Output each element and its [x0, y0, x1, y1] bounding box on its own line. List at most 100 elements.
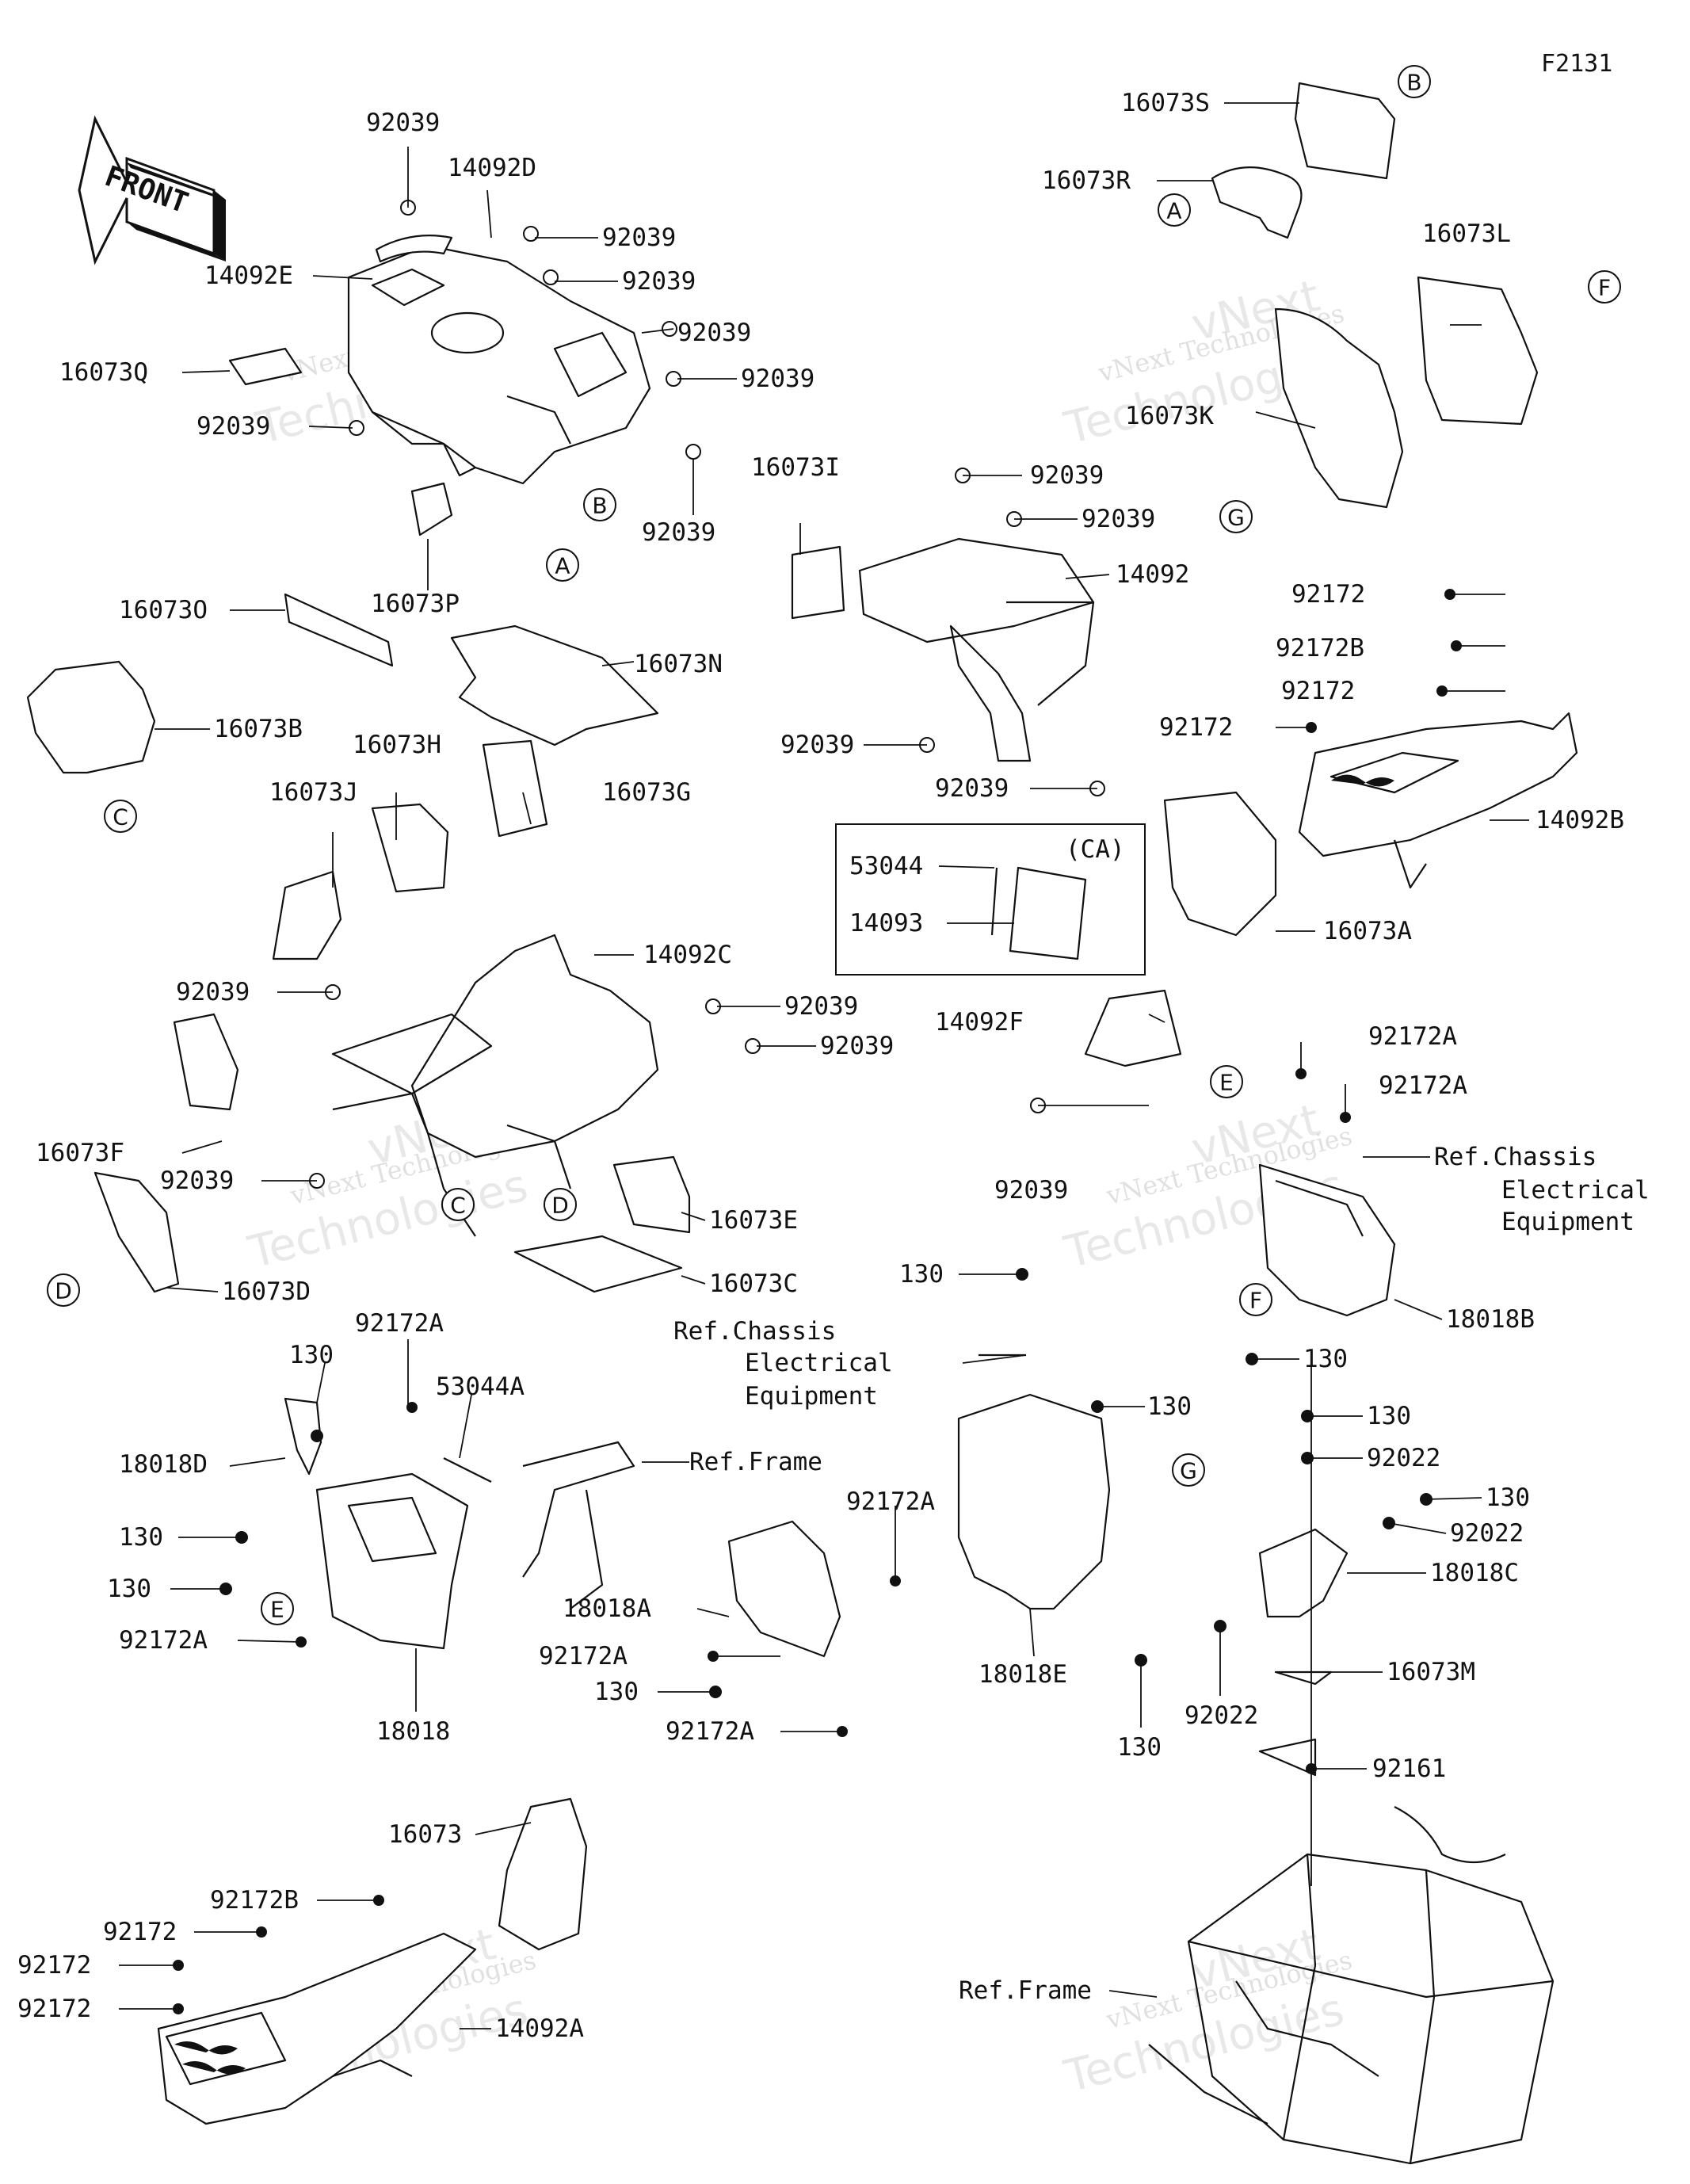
- part-sheet: [498, 1797, 588, 1951]
- part-label: 16073A: [1323, 917, 1412, 945]
- part-label: 92039: [820, 1032, 894, 1060]
- part-label: 92039: [160, 1166, 234, 1195]
- clip-icon: [685, 444, 701, 460]
- callout-f-right: F: [1239, 1283, 1272, 1316]
- part-label: 16073P: [371, 590, 460, 618]
- part-sheet: [228, 347, 303, 386]
- part-label: Ref.Frame: [959, 1976, 1092, 2005]
- part-sheet: [173, 1013, 239, 1111]
- part-label: 92039: [677, 319, 751, 347]
- svg-text:F: F: [1598, 275, 1611, 301]
- callout-a-top: A: [1158, 193, 1191, 227]
- part-plate: [957, 1393, 1111, 1610]
- part-label: 16073S: [1121, 89, 1210, 117]
- part-sheet: [371, 803, 449, 893]
- part-label: Ref.Chassis: [1434, 1143, 1597, 1171]
- part-sheet: [450, 624, 659, 746]
- part-label: 16073K: [1125, 402, 1214, 430]
- part-label: 16073E: [709, 1206, 798, 1235]
- part-sheet: [612, 1155, 691, 1234]
- part-label: 18018: [376, 1717, 450, 1746]
- part-label: 92039: [784, 992, 858, 1021]
- part-label: 18018B: [1446, 1305, 1535, 1334]
- part-sheet: [1163, 791, 1277, 937]
- callout-c-center: C: [441, 1188, 475, 1221]
- part-label: 16073: [388, 1820, 462, 1849]
- svg-text:C: C: [113, 804, 128, 830]
- part-label: 14092B: [1535, 806, 1624, 834]
- part-pad: [375, 235, 453, 263]
- part-bracket: [1258, 1163, 1396, 1317]
- part-label: 16073Q: [59, 358, 148, 387]
- part-label: 92172A: [119, 1626, 208, 1655]
- part-label: 53044: [849, 852, 923, 880]
- part-label: 130: [289, 1341, 334, 1369]
- part-label: 92039: [1082, 505, 1155, 533]
- part-sheet: [284, 593, 394, 667]
- part-label: 14092: [1116, 560, 1189, 589]
- svg-text:G: G: [1227, 505, 1245, 531]
- part-label: 14092C: [643, 941, 732, 969]
- part-label: Equipment: [745, 1382, 878, 1411]
- part-label: Electrical: [1501, 1176, 1650, 1205]
- part-sheet: [26, 660, 156, 774]
- part-label: 18018C: [1430, 1559, 1519, 1587]
- part-label: 92039: [1030, 461, 1104, 490]
- callout-a-left: A: [546, 548, 579, 582]
- part-label: 92172: [1291, 580, 1365, 609]
- callout-f-top: F: [1588, 270, 1621, 304]
- part-label: 130: [1367, 1402, 1411, 1430]
- part-label: 130: [1147, 1392, 1192, 1421]
- variant-box-ca: (CA): [835, 823, 1146, 976]
- part-sheet: [1211, 166, 1303, 239]
- part-label: 16073N: [634, 650, 723, 678]
- part-sheet: [410, 482, 453, 536]
- part-label: 92022: [1367, 1444, 1440, 1472]
- part-label: 92172: [1281, 677, 1355, 705]
- part-sheet: [727, 1520, 841, 1658]
- part-label: 16073I: [751, 453, 840, 482]
- part-storage-box: [1298, 712, 1578, 889]
- part-label: 92039: [196, 412, 270, 441]
- part-label: 130: [1486, 1483, 1530, 1512]
- part-label: 130: [119, 1523, 163, 1552]
- fastener-group: [173, 200, 1462, 2014]
- part-label: 130: [594, 1678, 639, 1706]
- part-label: 18018A: [563, 1594, 651, 1623]
- part-label: 16073H: [353, 731, 441, 759]
- svg-text:B: B: [1406, 70, 1421, 96]
- part-sheet: [482, 739, 548, 838]
- callout-b-left: B: [583, 488, 616, 521]
- part-sheet: [513, 1235, 683, 1293]
- part-label: 92039: [741, 365, 814, 393]
- part-label: 16073G: [602, 778, 691, 807]
- part-label: 18018E: [979, 1660, 1067, 1689]
- part-sheet: [1258, 1738, 1317, 1777]
- part-label: 16073D: [222, 1277, 311, 1306]
- part-label: 92172A: [1379, 1071, 1467, 1100]
- part-label: 92039: [602, 223, 676, 252]
- part-frame: [1148, 1806, 1555, 2165]
- part-label: 14092F: [935, 1008, 1024, 1037]
- part-label: 92172: [1159, 713, 1233, 742]
- part-label: 16073J: [269, 778, 358, 807]
- callout-e-left: E: [261, 1592, 294, 1625]
- part-label: 92039: [780, 731, 854, 759]
- part-label: 92022: [1450, 1519, 1524, 1548]
- callout-g-bottom: G: [1172, 1453, 1205, 1487]
- part-label: 16073C: [709, 1270, 798, 1298]
- part-label: 92039: [935, 774, 1009, 803]
- part-label: 92172: [103, 1918, 177, 1946]
- svg-text:E: E: [1219, 1070, 1234, 1096]
- clip-icon: [406, 1402, 418, 1413]
- svg-text:A: A: [1166, 198, 1181, 224]
- part-sheet: [1274, 1670, 1333, 1686]
- callout-d-left: D: [47, 1273, 80, 1307]
- part-label: 16073M: [1387, 1658, 1475, 1686]
- part-label: 53044A: [436, 1373, 525, 1401]
- part-sheet: [1417, 276, 1539, 426]
- front-arrow-icon: FRONT: [78, 115, 226, 265]
- clip-icon: [523, 226, 539, 242]
- variant-box-label: (CA): [1066, 835, 1125, 864]
- part-sheet: [1084, 989, 1182, 1067]
